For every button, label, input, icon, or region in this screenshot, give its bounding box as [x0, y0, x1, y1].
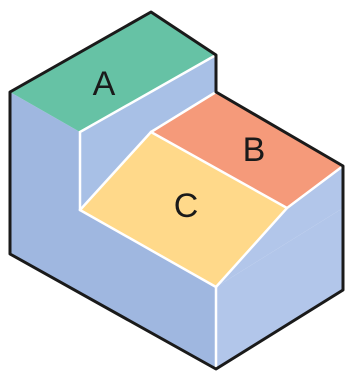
- face-b-label: B: [243, 131, 266, 169]
- edge-highlight: [149, 90, 218, 134]
- b-side-face: [216, 166, 343, 287]
- edge-highlights: [78, 53, 345, 371]
- block-outline: [8, 10, 345, 371]
- front-left-face: [10, 92, 216, 369]
- edge-highlight: [78, 164, 345, 289]
- face-c-label: C: [174, 187, 199, 225]
- face-c: [80, 132, 287, 287]
- edge-highlight: [149, 130, 289, 210]
- face-a: [10, 12, 216, 132]
- edge-highlight: [78, 53, 218, 212]
- edge-highlight: [78, 130, 153, 212]
- front-right-face: [216, 208, 343, 369]
- face-a-label: A: [93, 65, 116, 103]
- face-b: [151, 92, 343, 208]
